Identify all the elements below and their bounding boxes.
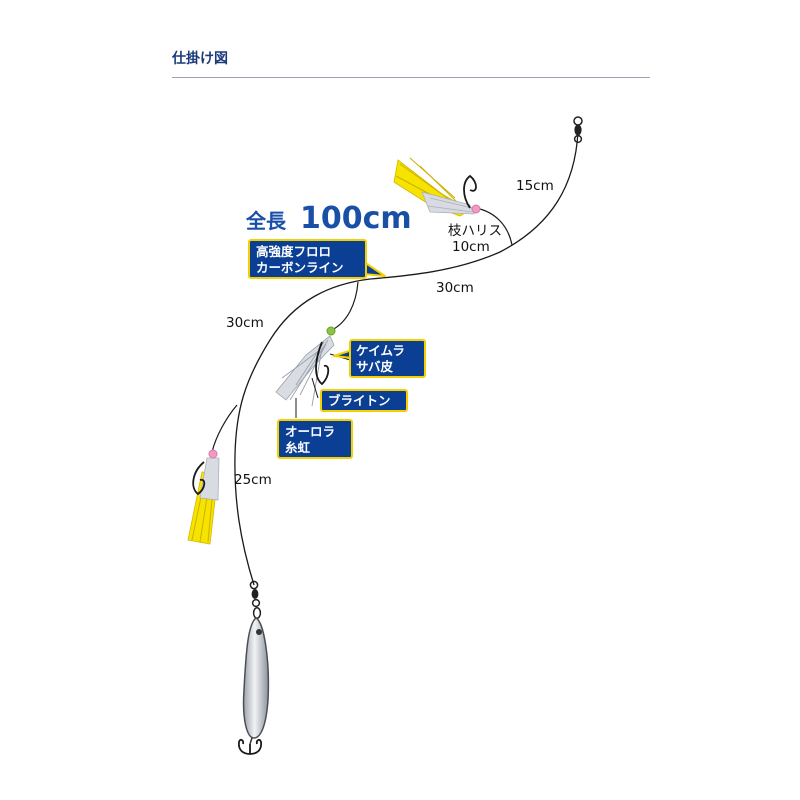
lower-bead [208,449,218,459]
metal-jig [237,580,270,755]
aurora-tag: オーロラ 糸虹 [277,419,353,459]
brighton-pointer [311,377,319,399]
svg-text:100cm: 100cm [300,201,412,236]
main-line [234,131,579,586]
dim-bottom: 25cm [234,472,272,488]
brighton-tag: ブライトン [320,389,408,412]
dim-middle: 30cm [436,280,474,296]
svg-text:全長: 全長 [245,209,287,233]
upper-hook-icon [463,174,477,209]
upper-branch [393,157,513,246]
upper-bead [471,204,481,214]
upper-feather-grey [421,191,475,215]
top-swivel [573,116,583,144]
total-length-title: 全長 100cm [244,200,414,238]
lower-hook-icon [192,461,206,496]
svg-text:糸虹: 糸虹 [285,440,311,455]
middle-branch-leader [331,281,359,331]
lower-branch-leader [211,404,238,453]
title-divider [172,77,650,78]
svg-text:高強度フロロ: 高強度フロロ [256,244,331,259]
middle-hook-icon [315,341,330,386]
middle-feather-grey [275,335,335,401]
dim-branch-label: 枝ハリス [448,223,502,239]
line-material-callout: 高強度フロロ カーボンライン [248,239,386,279]
svg-text:ケイムラ: ケイムラ [356,343,405,358]
middle-bead [326,326,336,336]
middle-branch [275,281,359,418]
lower-branch [187,404,238,545]
dim-branch-length: 10cm [452,239,490,255]
dim-top: 15cm [516,178,554,194]
dim-left: 30cm [226,315,264,331]
svg-text:オーロラ: オーロラ [285,424,335,439]
svg-text:ブライトン: ブライトン [328,393,391,408]
upper-branch-leader [475,207,513,246]
svg-text:サバ皮: サバ皮 [356,359,394,374]
section-title: 仕掛け図 [172,51,228,67]
skin-tag: ケイムラ サバ皮 [333,339,426,378]
svg-text:カーボンライン: カーボンライン [256,260,344,275]
treble-hook-icon [237,738,263,755]
